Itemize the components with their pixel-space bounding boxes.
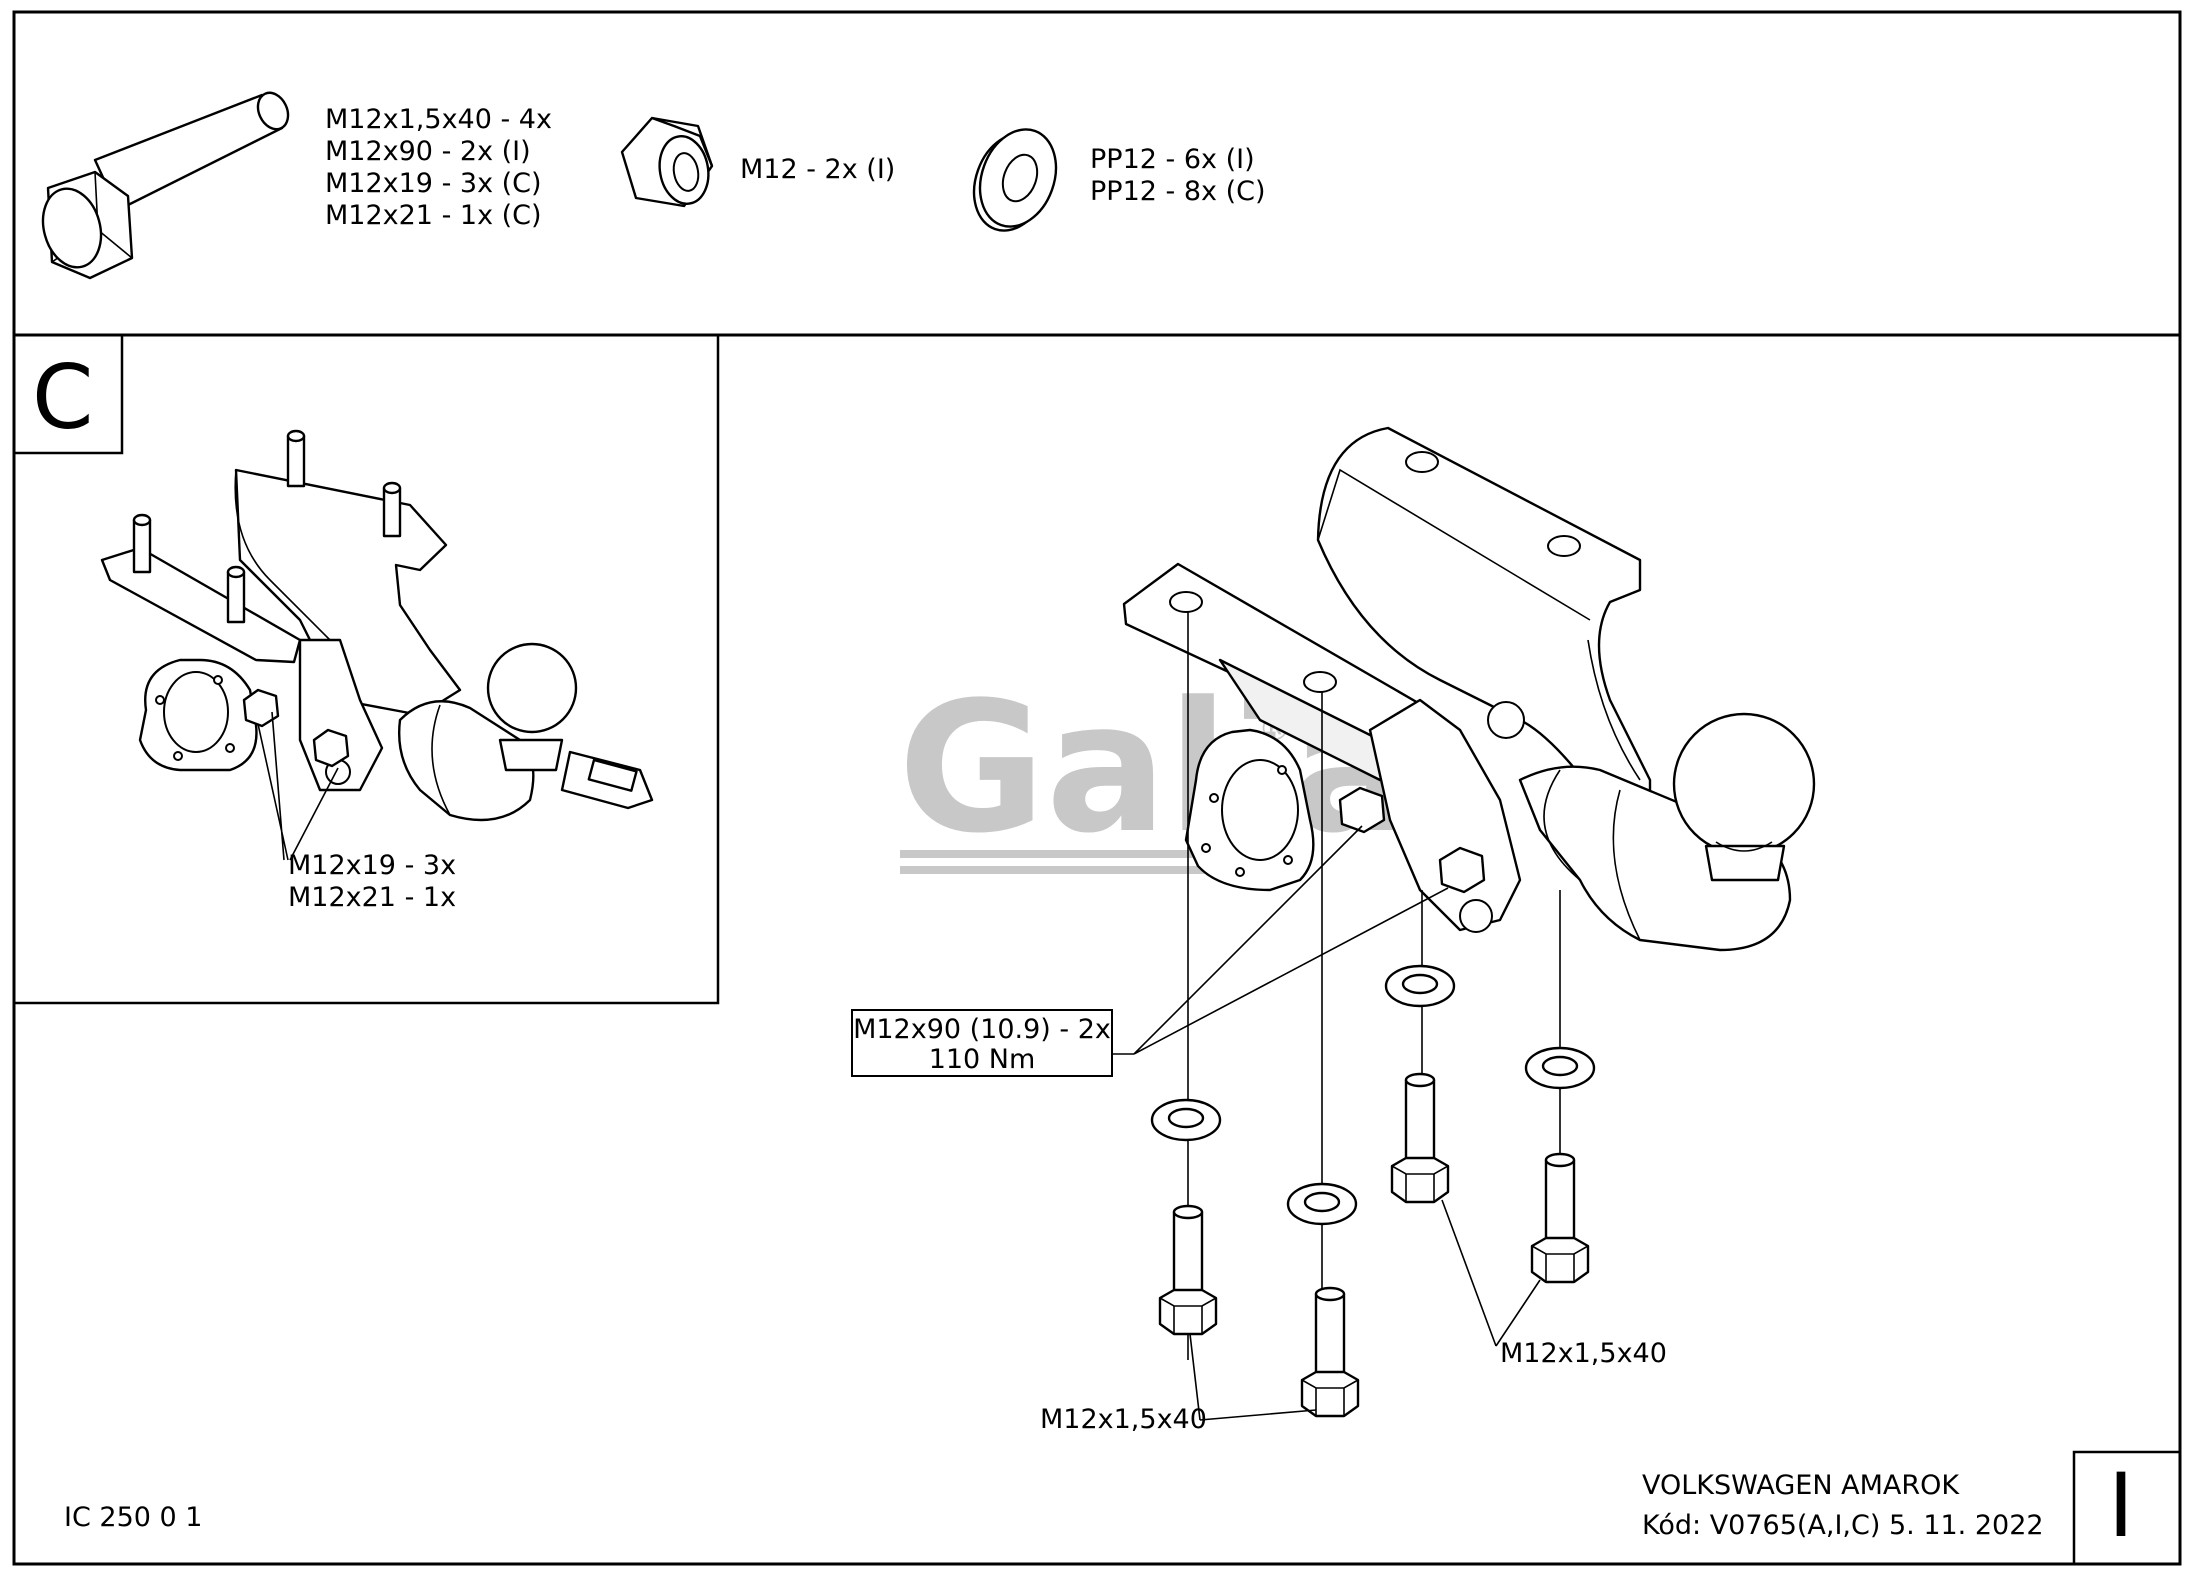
torque-leader-lines <box>1112 825 1449 1055</box>
torque-callout-box <box>851 1009 1113 1077</box>
nut-icon <box>620 116 714 208</box>
detail-i-marker: I <box>2108 1454 2134 1557</box>
washers-group <box>1150 964 1596 1226</box>
bolt-label-left: M12x1,5x40 <box>1040 1404 1207 1435</box>
main-towbar-drawing <box>1122 426 1816 952</box>
washer-1 <box>1150 1098 1222 1142</box>
bolt-4 <box>1530 1152 1590 1284</box>
detail-c-panel <box>12 333 720 1005</box>
detail-c-marker-box <box>12 333 124 455</box>
washer-4 <box>1524 1046 1596 1090</box>
detail-c-leader-lines <box>257 711 339 861</box>
detail-c-callout-1: M12x19 - 3x <box>288 850 456 881</box>
bolt-label-right-leaders <box>1441 1199 1541 1347</box>
washer-icon <box>972 128 1058 232</box>
bolt-icon <box>41 91 290 280</box>
bolt-spec-1: M12x1,5x40 - 4x <box>325 104 552 135</box>
kod-line: Kód: V0765(A,I,C) 5. 11. 2022 <box>1642 1510 2044 1541</box>
bolt-spec-3: M12x19 - 3x (C) <box>325 168 542 199</box>
bolt-spec-2: M12x90 - 2x (I) <box>325 136 531 167</box>
bolt-label-right: M12x1,5x40 <box>1500 1338 1667 1369</box>
bolt-label-left-leaders <box>1189 1333 1317 1421</box>
bolt-3 <box>1390 1072 1450 1204</box>
nut-spec-1: M12 - 2x (I) <box>740 154 895 185</box>
detail-c-towbar-drawing <box>100 429 654 822</box>
bolt-spec-4: M12x21 - 1x (C) <box>325 200 542 231</box>
detail-i-marker-box <box>2072 1450 2182 1566</box>
document-code: IC 250 0 1 <box>64 1502 202 1533</box>
washer-2 <box>1286 1182 1358 1226</box>
detail-c-callout-2: M12x21 - 1x <box>288 882 456 913</box>
vehicle-name: VOLKSWAGEN AMAROK <box>1642 1470 1960 1501</box>
washer-spec-1: PP12 - 6x (I) <box>1090 144 1255 175</box>
detail-c-marker: C <box>32 346 93 449</box>
torque-callout-line-2: 110 Nm <box>929 1044 1036 1075</box>
washer-spec-2: PP12 - 8x (C) <box>1090 176 1266 207</box>
washer-3 <box>1384 964 1456 1008</box>
torque-callout-line-1: M12x90 (10.9) - 2x <box>853 1014 1111 1045</box>
bolt-1 <box>1158 1204 1218 1336</box>
bolt-2 <box>1300 1286 1360 1418</box>
